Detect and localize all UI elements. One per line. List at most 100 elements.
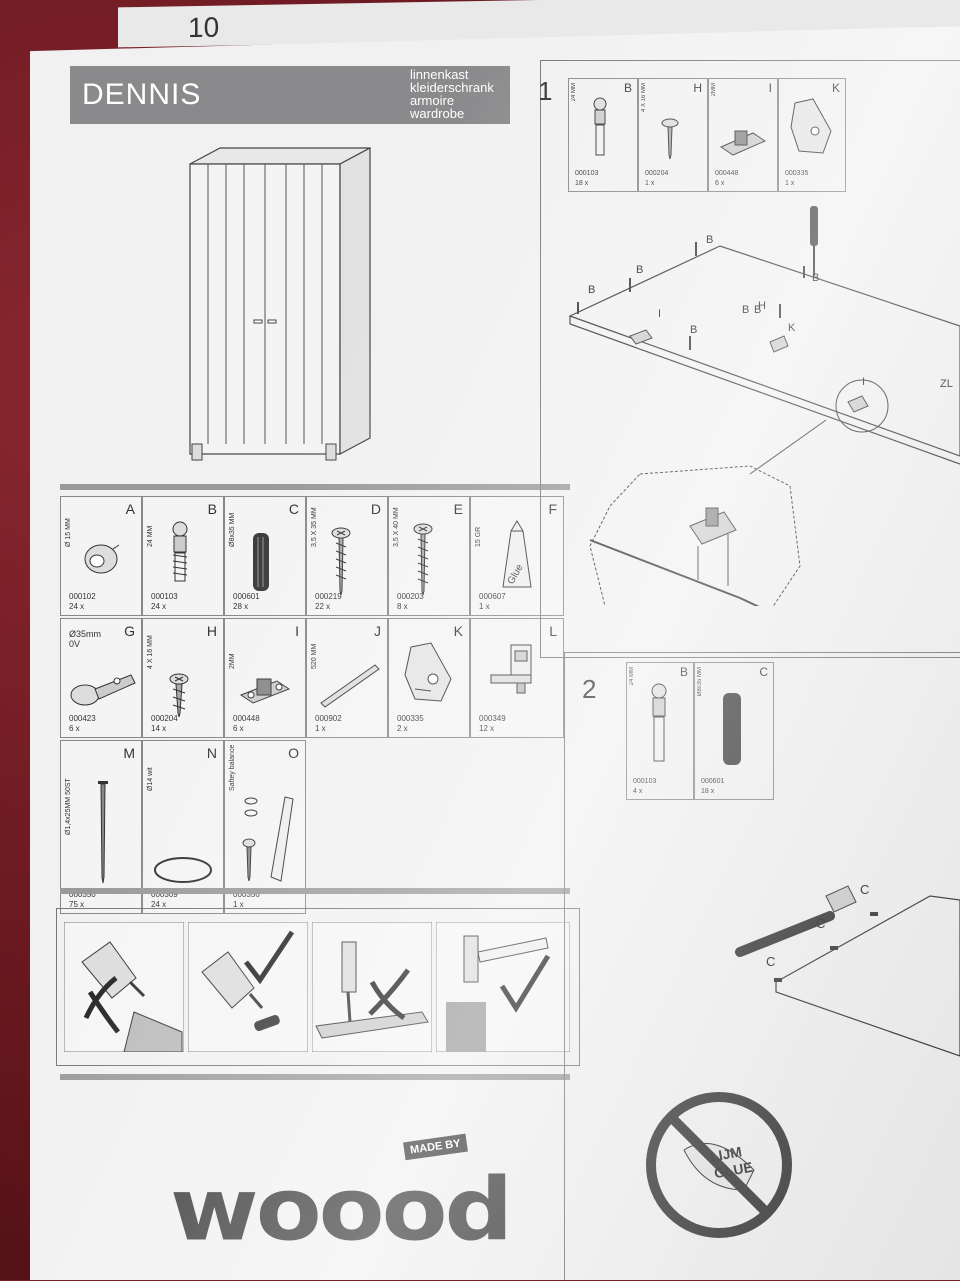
screw-icon (331, 527, 351, 596)
part-code: 000103 (633, 778, 657, 785)
part-letter: H (693, 81, 702, 95)
callout-c: C (766, 954, 776, 969)
part-code: 000423 (69, 714, 96, 723)
step1-part-i: I 2MM 000448 6 x (708, 78, 778, 192)
hinge-diameter: Ø35mm (69, 629, 102, 639)
part-letter: I (295, 623, 299, 639)
part-qty: 6 x (69, 724, 80, 733)
translation-de: kleiderschrank (410, 80, 494, 95)
part-letter: M (123, 745, 135, 761)
wooden-dowel-icon (723, 693, 741, 765)
instruction-sheet: DENNIS linnenkast kleiderschrank armoire… (30, 26, 960, 1280)
part-letter: A (125, 501, 135, 517)
part-d: D 3,5 X 35 MM 000219 22 x (306, 496, 388, 616)
step1-board-drawing (568, 206, 960, 606)
wardrobe-illustration (189, 147, 371, 461)
safety-kit-icon (242, 796, 294, 882)
callout-b: B (754, 304, 762, 316)
page-number: 10 (188, 11, 220, 44)
callout-b: B (588, 284, 596, 296)
part-h: H 4 X 16 MM 000204 14 x (142, 618, 224, 738)
part-dimension: 24 MM (147, 525, 154, 547)
screw-icon (413, 523, 433, 596)
part-dimension: 3,5 X 40 MM (393, 507, 400, 547)
part-letter: C (288, 501, 299, 517)
part-letter: K (831, 81, 840, 95)
no-glue-sign-icon (646, 1092, 792, 1238)
part-qty: 1 x (479, 602, 490, 611)
part-code: 000448 (715, 170, 739, 177)
part-dimension: Ø8x35 MM (229, 512, 236, 547)
part-f: F 15 GR Glue 000607 1 x (470, 496, 564, 616)
cam-bolt-icon (651, 683, 667, 762)
translation-en: wardrobe (410, 106, 465, 121)
product-name: DENNIS (82, 78, 202, 111)
part-qty: 12 x (479, 724, 495, 733)
part-code: 000902 (315, 714, 342, 723)
part-code: 000335 (397, 714, 424, 723)
part-letter: C (759, 665, 768, 679)
part-dimension: Ø8x35 MM (697, 667, 703, 697)
part-o: O Saftey balance 000356 1 x (224, 740, 306, 914)
part-code: 000219 (315, 592, 342, 601)
part-qty: 28 x (233, 602, 249, 611)
cam-lock-icon (84, 544, 120, 574)
cam-bolt-icon (172, 521, 188, 582)
part-code: 000204 (151, 714, 178, 723)
part-qty: 8 x (397, 602, 408, 611)
part-dimension: 4 X 16 MM (641, 83, 647, 113)
part-letter: J (374, 623, 381, 639)
part-qty: 14 x (151, 724, 167, 733)
part-qty: 24 x (151, 900, 167, 909)
edge-label: ZL (940, 378, 953, 390)
part-code: 000203 (397, 592, 424, 601)
callout-k: K (788, 322, 796, 334)
part-code: 000335 (785, 170, 809, 177)
part-dimension: 3,5 X 35 MM (311, 507, 318, 547)
part-letter: K (453, 623, 463, 639)
part-qty: 1 x (645, 180, 655, 187)
made-by-tag: MADE BY (403, 1133, 468, 1161)
part-code: 000448 (233, 714, 260, 723)
parts-divider (60, 484, 570, 490)
part-letter: G (124, 623, 135, 639)
part-qty: 6 x (233, 724, 244, 733)
tips-divider (60, 888, 570, 894)
part-dimension: 15 GR (475, 526, 482, 547)
callout-h: H (758, 300, 766, 312)
part-code: 000349 (479, 714, 506, 723)
part-code: 000356 (233, 890, 260, 899)
step2-number: 2 (582, 674, 597, 704)
part-code: 000607 (479, 592, 506, 601)
step1-part-h: H 4 X 16 MM 000204 1 x (638, 78, 708, 192)
part-dimension: 24 MM (571, 83, 577, 102)
brand-divider (60, 1074, 570, 1080)
part-letter: O (288, 745, 299, 761)
part-k: K 000335 2 x (388, 618, 470, 738)
part-letter: B (207, 501, 217, 517)
part-letter: F (548, 501, 557, 517)
part-qty: 4 x (633, 788, 643, 795)
part-letter: H (206, 623, 217, 639)
part-code: 000601 (233, 592, 260, 601)
hinge-overlay: 0V (69, 639, 81, 649)
part-dimension: 2MM (711, 83, 717, 97)
part-m: M Ø1,4x25MM 50ST 000350 75 x (60, 740, 142, 914)
part-letter: L (549, 623, 557, 639)
callout-i: I (862, 376, 866, 388)
translation-fr: armoire (410, 93, 455, 108)
hinge-icon (70, 674, 136, 706)
callout-b: B (742, 304, 750, 316)
mounting-plate-icon (719, 130, 767, 156)
step1-part-k: K 000335 1 x (778, 78, 846, 192)
part-letter: D (370, 501, 381, 517)
part-dimension: 24 MM (629, 667, 635, 686)
part-a: A Ø 15 MM 000102 24 x (60, 496, 142, 616)
step1-part-b: B 24 MM 000103 18 x (568, 78, 638, 192)
step2-part-c: C Ø8x35 MM 000601 18 x (694, 662, 774, 800)
brand-logo: woood (170, 1159, 513, 1261)
translation-nl: linnenkast (410, 67, 469, 82)
part-dimension: 2MM (229, 653, 236, 669)
support-bracket-icon (404, 642, 452, 702)
